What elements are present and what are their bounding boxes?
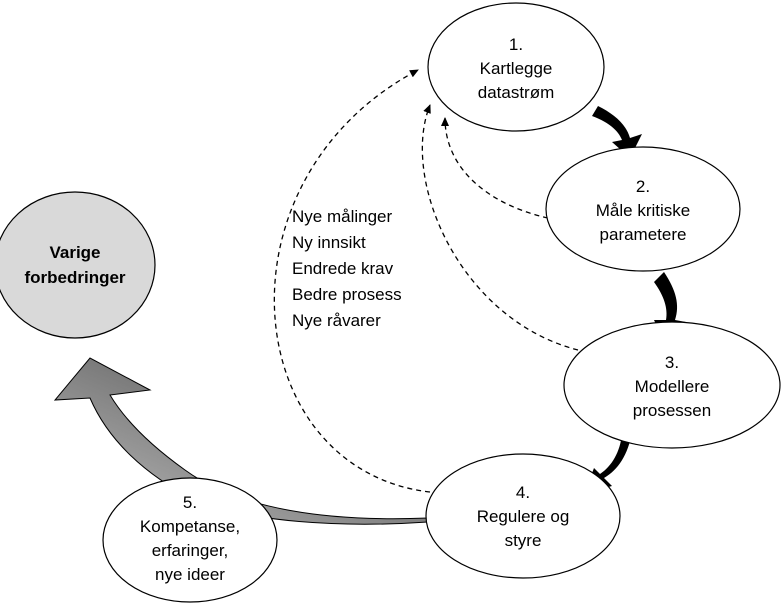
- feedback-note: Bedre prosess: [292, 285, 402, 304]
- node-5: [102, 477, 278, 603]
- node-1-line2: Kartlegge: [480, 59, 553, 78]
- node-2-line3: parametere: [600, 225, 687, 244]
- node-1-line3: datastrøm: [478, 83, 555, 102]
- node-5-line4: nye ideer: [155, 565, 225, 584]
- feedback-arrow-from-2: [441, 117, 549, 219]
- node-3-line1: 3.: [665, 353, 679, 372]
- node-2-line2: Måle kritiske: [596, 201, 690, 220]
- node-2: [545, 146, 741, 272]
- node-3: [563, 321, 781, 449]
- node-4: [425, 453, 621, 579]
- feedback-note: Nye råvarer: [292, 311, 381, 330]
- goal-node-line2: forbedringer: [24, 268, 125, 287]
- feedback-note: Ny innsikt: [292, 233, 366, 252]
- goal-node: [0, 191, 156, 339]
- feedback-note: Endrede krav: [292, 259, 394, 278]
- node-5-line1: 5.: [183, 493, 197, 512]
- node-3-line3: prosessen: [633, 401, 711, 420]
- node-5-line2: Kompetanse,: [140, 517, 240, 536]
- node-1: [427, 2, 605, 132]
- arrow-1-to-2: [592, 106, 642, 158]
- node-1-line1: 1.: [509, 35, 523, 54]
- node-4-line2: Regulere og: [477, 507, 570, 526]
- feedback-notes: Nye målinger Ny innsikt Endrede krav Bed…: [292, 207, 402, 330]
- node-5-line3: erfaringer,: [152, 541, 229, 560]
- feedback-note: Nye målinger: [292, 207, 392, 226]
- feedback-arrow-from-3: [421, 104, 579, 351]
- node-4-line1: 4.: [516, 483, 530, 502]
- goal-node-line1: Varige: [49, 243, 100, 262]
- node-3-line2: Modellere: [635, 377, 710, 396]
- node-2-line1: 2.: [636, 177, 650, 196]
- feedback-arrow-from-4: [273, 69, 431, 493]
- node-4-line3: styre: [505, 531, 542, 550]
